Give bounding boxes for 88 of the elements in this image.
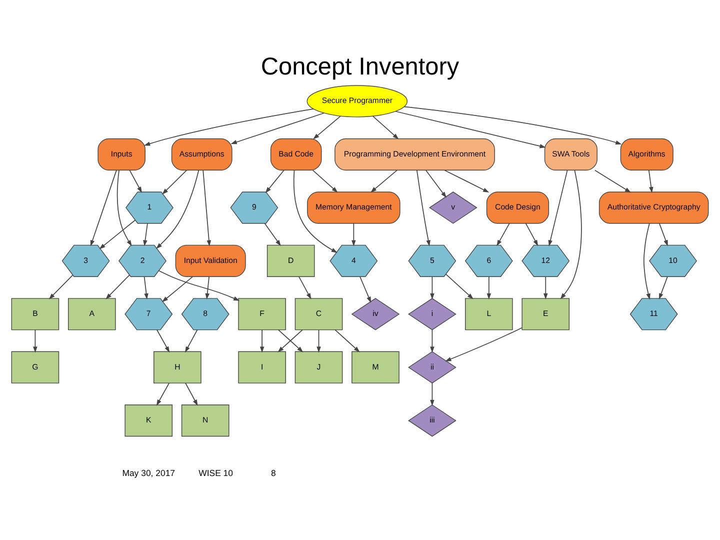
arrow <box>260 328 264 352</box>
node-box: C <box>294 298 343 330</box>
arrow <box>185 382 198 406</box>
arrow <box>184 328 198 352</box>
node-box: Assumptions <box>171 138 232 170</box>
arrow <box>106 274 130 299</box>
node-box: Programming Development Environment <box>334 138 495 170</box>
node-box: H <box>154 350 202 383</box>
node-box: Bad Code <box>270 138 322 170</box>
arrow <box>162 276 194 302</box>
arrow <box>360 276 372 302</box>
arrow <box>264 222 281 246</box>
node-box: B <box>11 298 60 330</box>
arrow <box>430 276 434 300</box>
arrow <box>416 169 430 246</box>
arrow <box>658 222 668 246</box>
arrow <box>372 115 399 139</box>
arrow <box>313 115 341 139</box>
arrow <box>404 106 622 144</box>
node-box: L <box>465 298 513 330</box>
arrow <box>334 328 360 352</box>
arrow <box>156 169 200 248</box>
arrow <box>525 222 538 246</box>
arrow <box>230 112 324 144</box>
arrow <box>156 382 170 406</box>
arrow <box>202 169 212 246</box>
node-box: D <box>266 244 315 276</box>
arrow <box>560 169 582 299</box>
node-box: J <box>294 350 343 383</box>
arrow <box>445 326 522 361</box>
arrow <box>265 169 284 193</box>
arrow <box>205 276 210 300</box>
arrow <box>90 169 117 246</box>
node-box: E <box>522 298 570 330</box>
arrow <box>144 108 314 146</box>
arrow <box>144 276 148 300</box>
arrow <box>352 222 356 246</box>
arrow <box>162 169 188 194</box>
node-box: A <box>68 298 116 330</box>
node-diamond: ii <box>408 350 456 383</box>
node-box: Algorithms <box>620 138 674 170</box>
node-diamond: iv <box>351 298 400 330</box>
node-box: N <box>181 404 230 436</box>
node-box: SWA Tools <box>544 138 598 170</box>
node-box: I <box>238 350 286 383</box>
arrow <box>548 169 568 246</box>
node-box: Memory Management <box>307 191 400 224</box>
arrow <box>594 169 632 192</box>
node-box: M <box>352 350 400 383</box>
arrow <box>116 169 132 246</box>
arrow <box>446 273 474 299</box>
node-diamond: iii <box>408 404 456 436</box>
diagram-title: Concept Inventory <box>260 53 460 80</box>
node-diamond: i <box>408 298 456 330</box>
node-ellipse: Secure Programmer <box>306 84 408 117</box>
arrow <box>430 328 434 352</box>
arrow <box>298 276 312 299</box>
arrow <box>143 222 148 246</box>
arrow <box>444 169 490 192</box>
arrow <box>33 328 38 352</box>
arrow <box>370 169 398 192</box>
node-box: Code Design <box>486 191 550 224</box>
label: 8 <box>270 467 276 478</box>
arrow <box>156 328 170 352</box>
arrow <box>316 328 321 352</box>
node-box: Authoritative Cryptography <box>598 191 709 224</box>
arrow <box>430 382 434 406</box>
node-box: G <box>11 350 60 383</box>
arrow <box>158 270 240 300</box>
node-box: F <box>238 298 286 330</box>
arrow <box>99 219 136 249</box>
arrow <box>544 276 548 300</box>
arrow <box>425 169 446 198</box>
arrow <box>496 222 510 246</box>
label: WISE 10 <box>198 467 234 478</box>
arrow <box>293 169 338 252</box>
arrow <box>643 222 650 300</box>
arrow <box>486 276 492 300</box>
arrow <box>648 169 654 193</box>
arrow <box>312 169 338 192</box>
arrow <box>129 169 142 192</box>
arrow <box>395 110 546 148</box>
arrow <box>658 276 668 299</box>
label: May 30, 2017 <box>122 467 176 478</box>
node-box: Inputs <box>98 138 146 170</box>
arrow <box>48 274 74 299</box>
node-box: Input Validation <box>175 244 246 276</box>
node-box: K <box>124 404 173 436</box>
